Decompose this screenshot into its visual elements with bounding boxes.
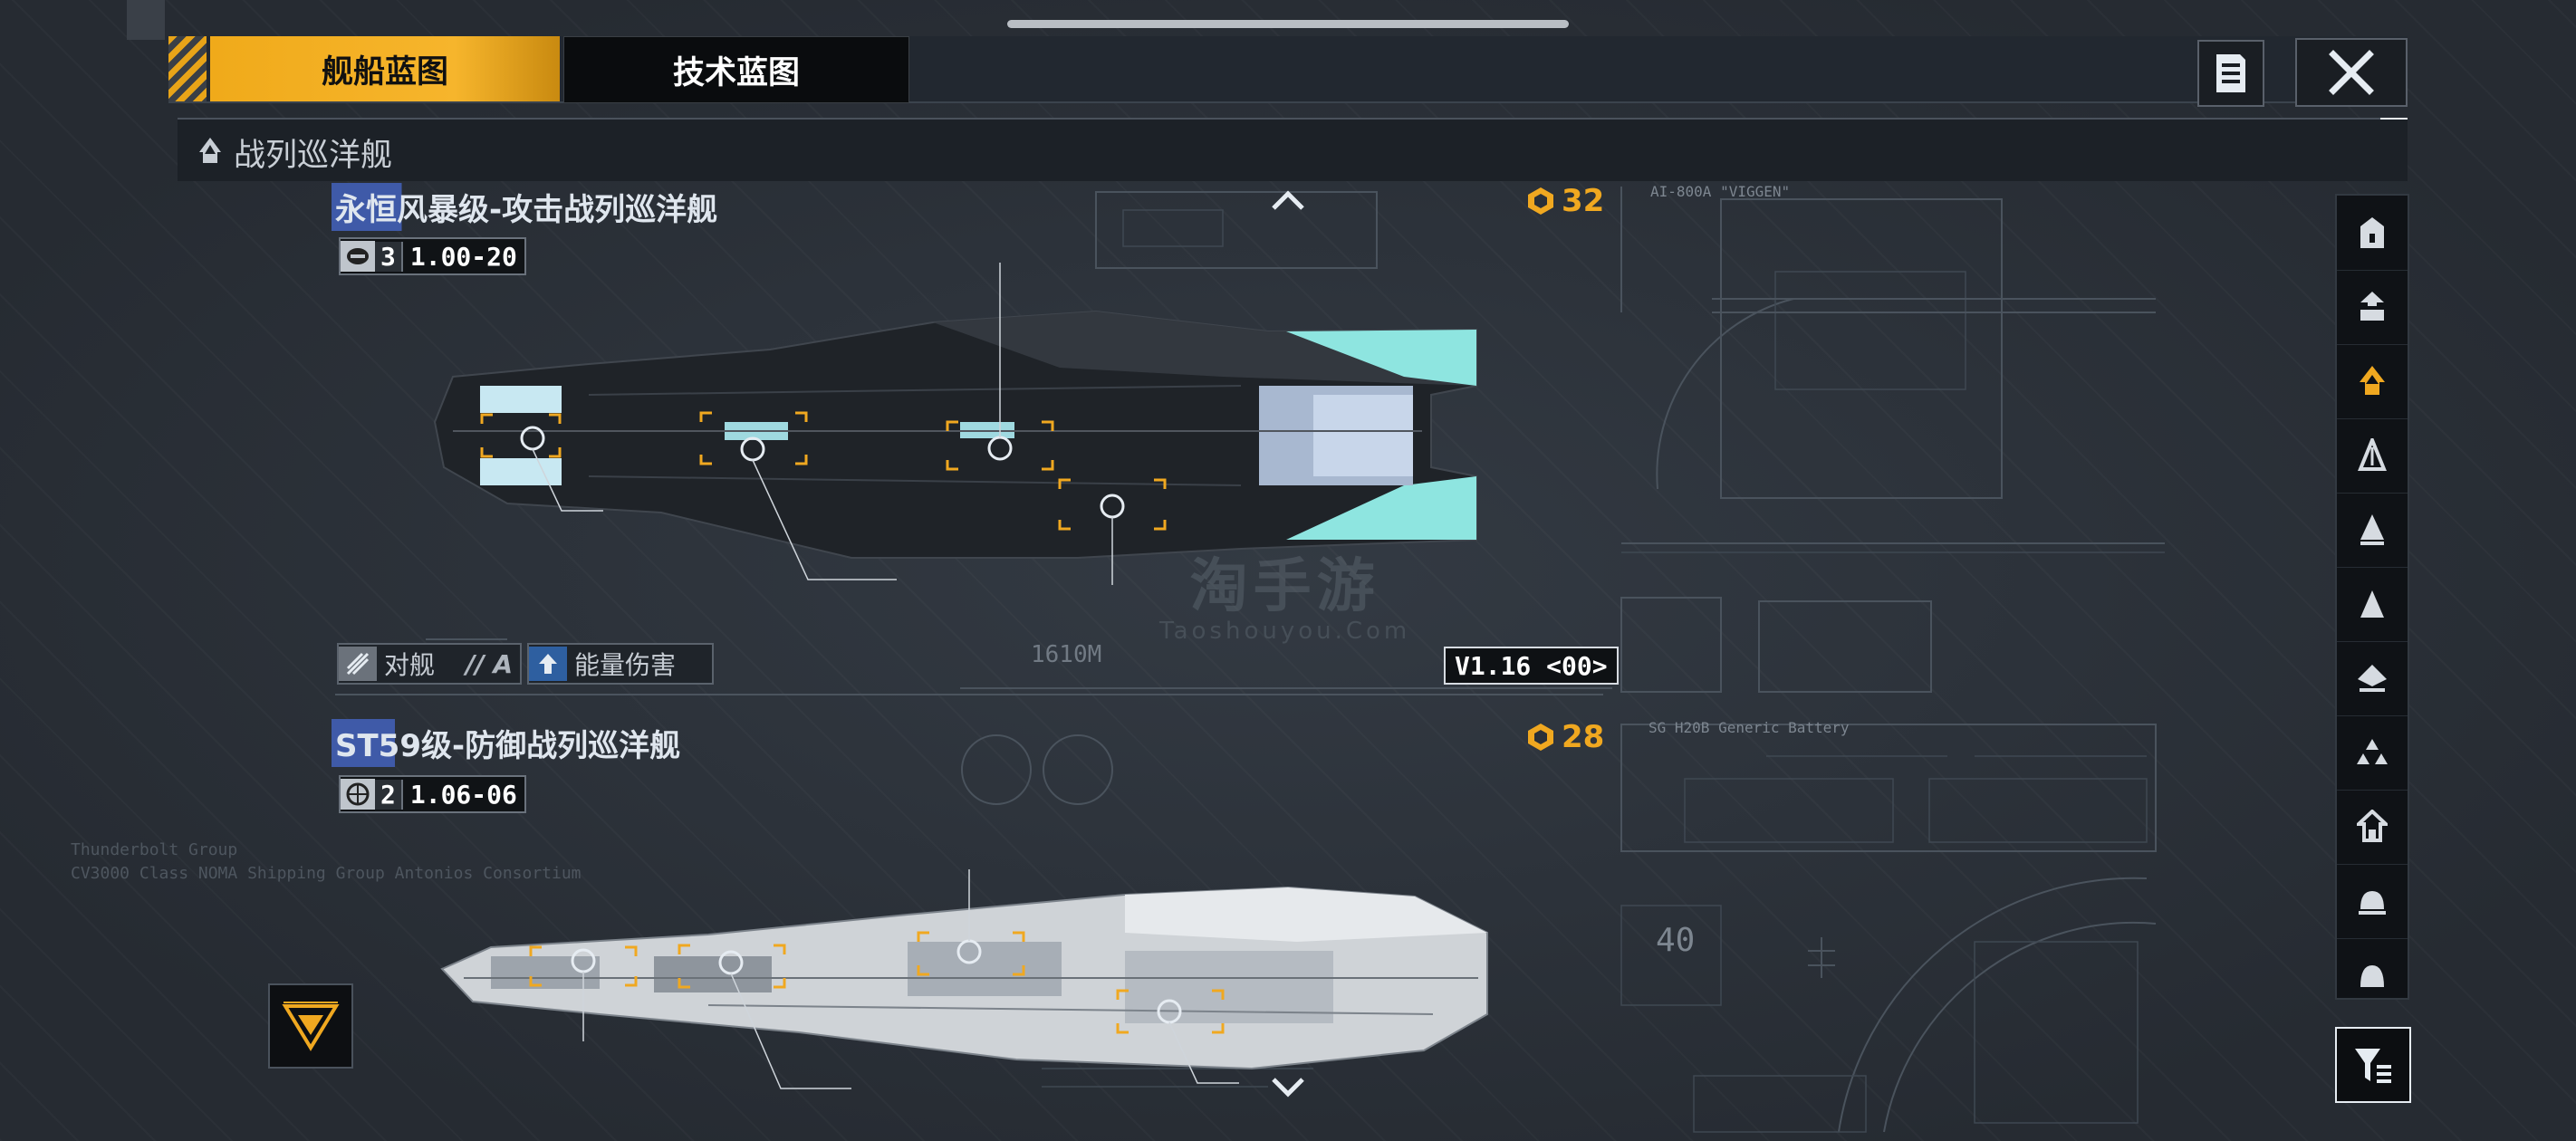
watermark: 淘手游 Taoshouyou.Com bbox=[1159, 540, 1410, 645]
blueprint-label-left-1: Thunderbolt Group bbox=[71, 840, 238, 859]
blueprint-label-left-2: CV3000 Class NOMA Shipping Group Antonio… bbox=[71, 864, 582, 883]
ship-1-length-label: 1610M bbox=[1031, 641, 1102, 668]
card-divider bbox=[335, 694, 1603, 695]
corner-tag bbox=[127, 0, 165, 40]
sidebar-item-frigate[interactable] bbox=[2337, 567, 2408, 642]
sidebar-item-fighter[interactable] bbox=[2337, 715, 2408, 791]
ship-class-sidebar bbox=[2335, 194, 2409, 1000]
ship-1-cost: 32 bbox=[1525, 183, 1604, 219]
battlecruiser-class-icon bbox=[2360, 366, 2385, 395]
ship-2-stat-version: 1.06-06 bbox=[409, 779, 517, 810]
ship-1-version-chip: V1.16 <00> bbox=[1444, 647, 1619, 685]
sidebar-item-destroyer[interactable] bbox=[2337, 493, 2408, 568]
sidebar-item-corvette[interactable] bbox=[2337, 641, 2408, 716]
frigate-class-icon bbox=[2360, 590, 2384, 618]
ship-1-cost-value: 32 bbox=[1562, 183, 1605, 219]
ship-2-stat-num: 2 bbox=[375, 779, 403, 810]
station-class-icon bbox=[2359, 891, 2386, 915]
chevron-up-icon bbox=[1272, 190, 1304, 210]
sidebar-item-battleship[interactable] bbox=[2337, 196, 2408, 271]
document-icon bbox=[2216, 54, 2245, 92]
carrier-class-icon bbox=[2360, 292, 2384, 321]
ship-2-class-icon bbox=[341, 779, 375, 810]
close-button[interactable] bbox=[2295, 38, 2408, 107]
watermark-text: 淘手游 bbox=[1189, 553, 1380, 620]
ship-1-class-icon bbox=[341, 241, 375, 272]
tab-ship-blueprint[interactable]: 舰船蓝图 bbox=[210, 36, 560, 101]
sidebar-item-battlecruiser[interactable] bbox=[2337, 344, 2408, 419]
auxiliary-class-icon bbox=[2357, 810, 2388, 842]
home-indicator[interactable] bbox=[1007, 20, 1569, 28]
category-header-accent bbox=[2380, 118, 2408, 120]
blueprint-label-number: 40 bbox=[1656, 922, 1696, 959]
ship-2-cost-value: 28 bbox=[1562, 719, 1605, 755]
filter-icon bbox=[2355, 1049, 2391, 1083]
triangle-down-icon bbox=[282, 1002, 340, 1051]
scroll-up-button[interactable] bbox=[1268, 187, 1308, 214]
ship-1-damage-label: 能量伤害 bbox=[574, 650, 677, 680]
ship-2-model bbox=[440, 886, 1488, 1070]
destroyer-class-icon bbox=[2360, 514, 2384, 545]
sidebar-item-station[interactable] bbox=[2337, 864, 2408, 939]
anti-ship-icon bbox=[339, 647, 377, 681]
filter-button[interactable] bbox=[2335, 1027, 2411, 1103]
sidebar-item-auxiliary[interactable] bbox=[2337, 790, 2408, 865]
battlecruiser-category-icon bbox=[199, 138, 221, 163]
ship-1-damage-tag: 能量伤害 bbox=[527, 643, 714, 685]
ship-2-stat: 2 1.06-06 bbox=[339, 775, 526, 813]
ship-2-cost: 28 bbox=[1525, 719, 1604, 755]
blueprint-label-battery: SG H20B Generic Battery bbox=[1648, 719, 1850, 736]
tab-bar-stripes bbox=[168, 36, 207, 101]
category-title: 战列巡洋舰 bbox=[234, 138, 393, 174]
tab-tech-blueprint-label: 技术蓝图 bbox=[672, 54, 800, 91]
category-header: 战列巡洋舰 bbox=[178, 118, 2408, 181]
battleship-class-icon bbox=[2360, 217, 2384, 248]
blueprint-label-ai-model: AI-800A "VIGGEN" bbox=[1650, 183, 1791, 200]
cost-icon bbox=[1528, 724, 1553, 751]
close-icon bbox=[2329, 50, 2374, 95]
ship-1-stat-version: 1.00-20 bbox=[409, 241, 517, 272]
chevron-down-icon bbox=[1272, 1078, 1304, 1098]
ship-2-name: ST59级-防御战列巡洋舰 bbox=[332, 719, 685, 767]
document-button[interactable] bbox=[2197, 40, 2264, 107]
ship-1-role-tag: 对舰 // A bbox=[337, 643, 522, 685]
ship-1-role-label: 对舰 bbox=[384, 650, 436, 680]
energy-damage-icon bbox=[529, 647, 567, 681]
dock-class-icon bbox=[2360, 965, 2384, 987]
corvette-class-icon bbox=[2358, 665, 2387, 692]
tab-tech-blueprint[interactable]: 技术蓝图 bbox=[563, 36, 909, 103]
fighter-class-icon bbox=[2357, 739, 2388, 764]
watermark-url: Taoshouyou.Com bbox=[1159, 618, 1411, 645]
ship-1-stat-num: 3 bbox=[375, 241, 403, 272]
ship-1-model bbox=[433, 310, 1477, 559]
cost-icon bbox=[1528, 187, 1553, 215]
sidebar-item-dock[interactable] bbox=[2337, 938, 2408, 1012]
scroll-down-button[interactable] bbox=[1268, 1074, 1308, 1101]
cruiser-class-icon bbox=[2358, 438, 2387, 471]
ship-1-stat: 3 1.00-20 bbox=[339, 237, 526, 275]
expand-button[interactable] bbox=[268, 983, 353, 1069]
tab-ship-blueprint-label: 舰船蓝图 bbox=[321, 53, 448, 91]
ship-1-name: 永恒风暴级-攻击战列巡洋舰 bbox=[332, 183, 722, 231]
ship-1-role-grade: // A bbox=[466, 648, 513, 679]
sidebar-item-cruiser[interactable] bbox=[2337, 418, 2408, 494]
sidebar-item-carrier[interactable] bbox=[2337, 270, 2408, 345]
